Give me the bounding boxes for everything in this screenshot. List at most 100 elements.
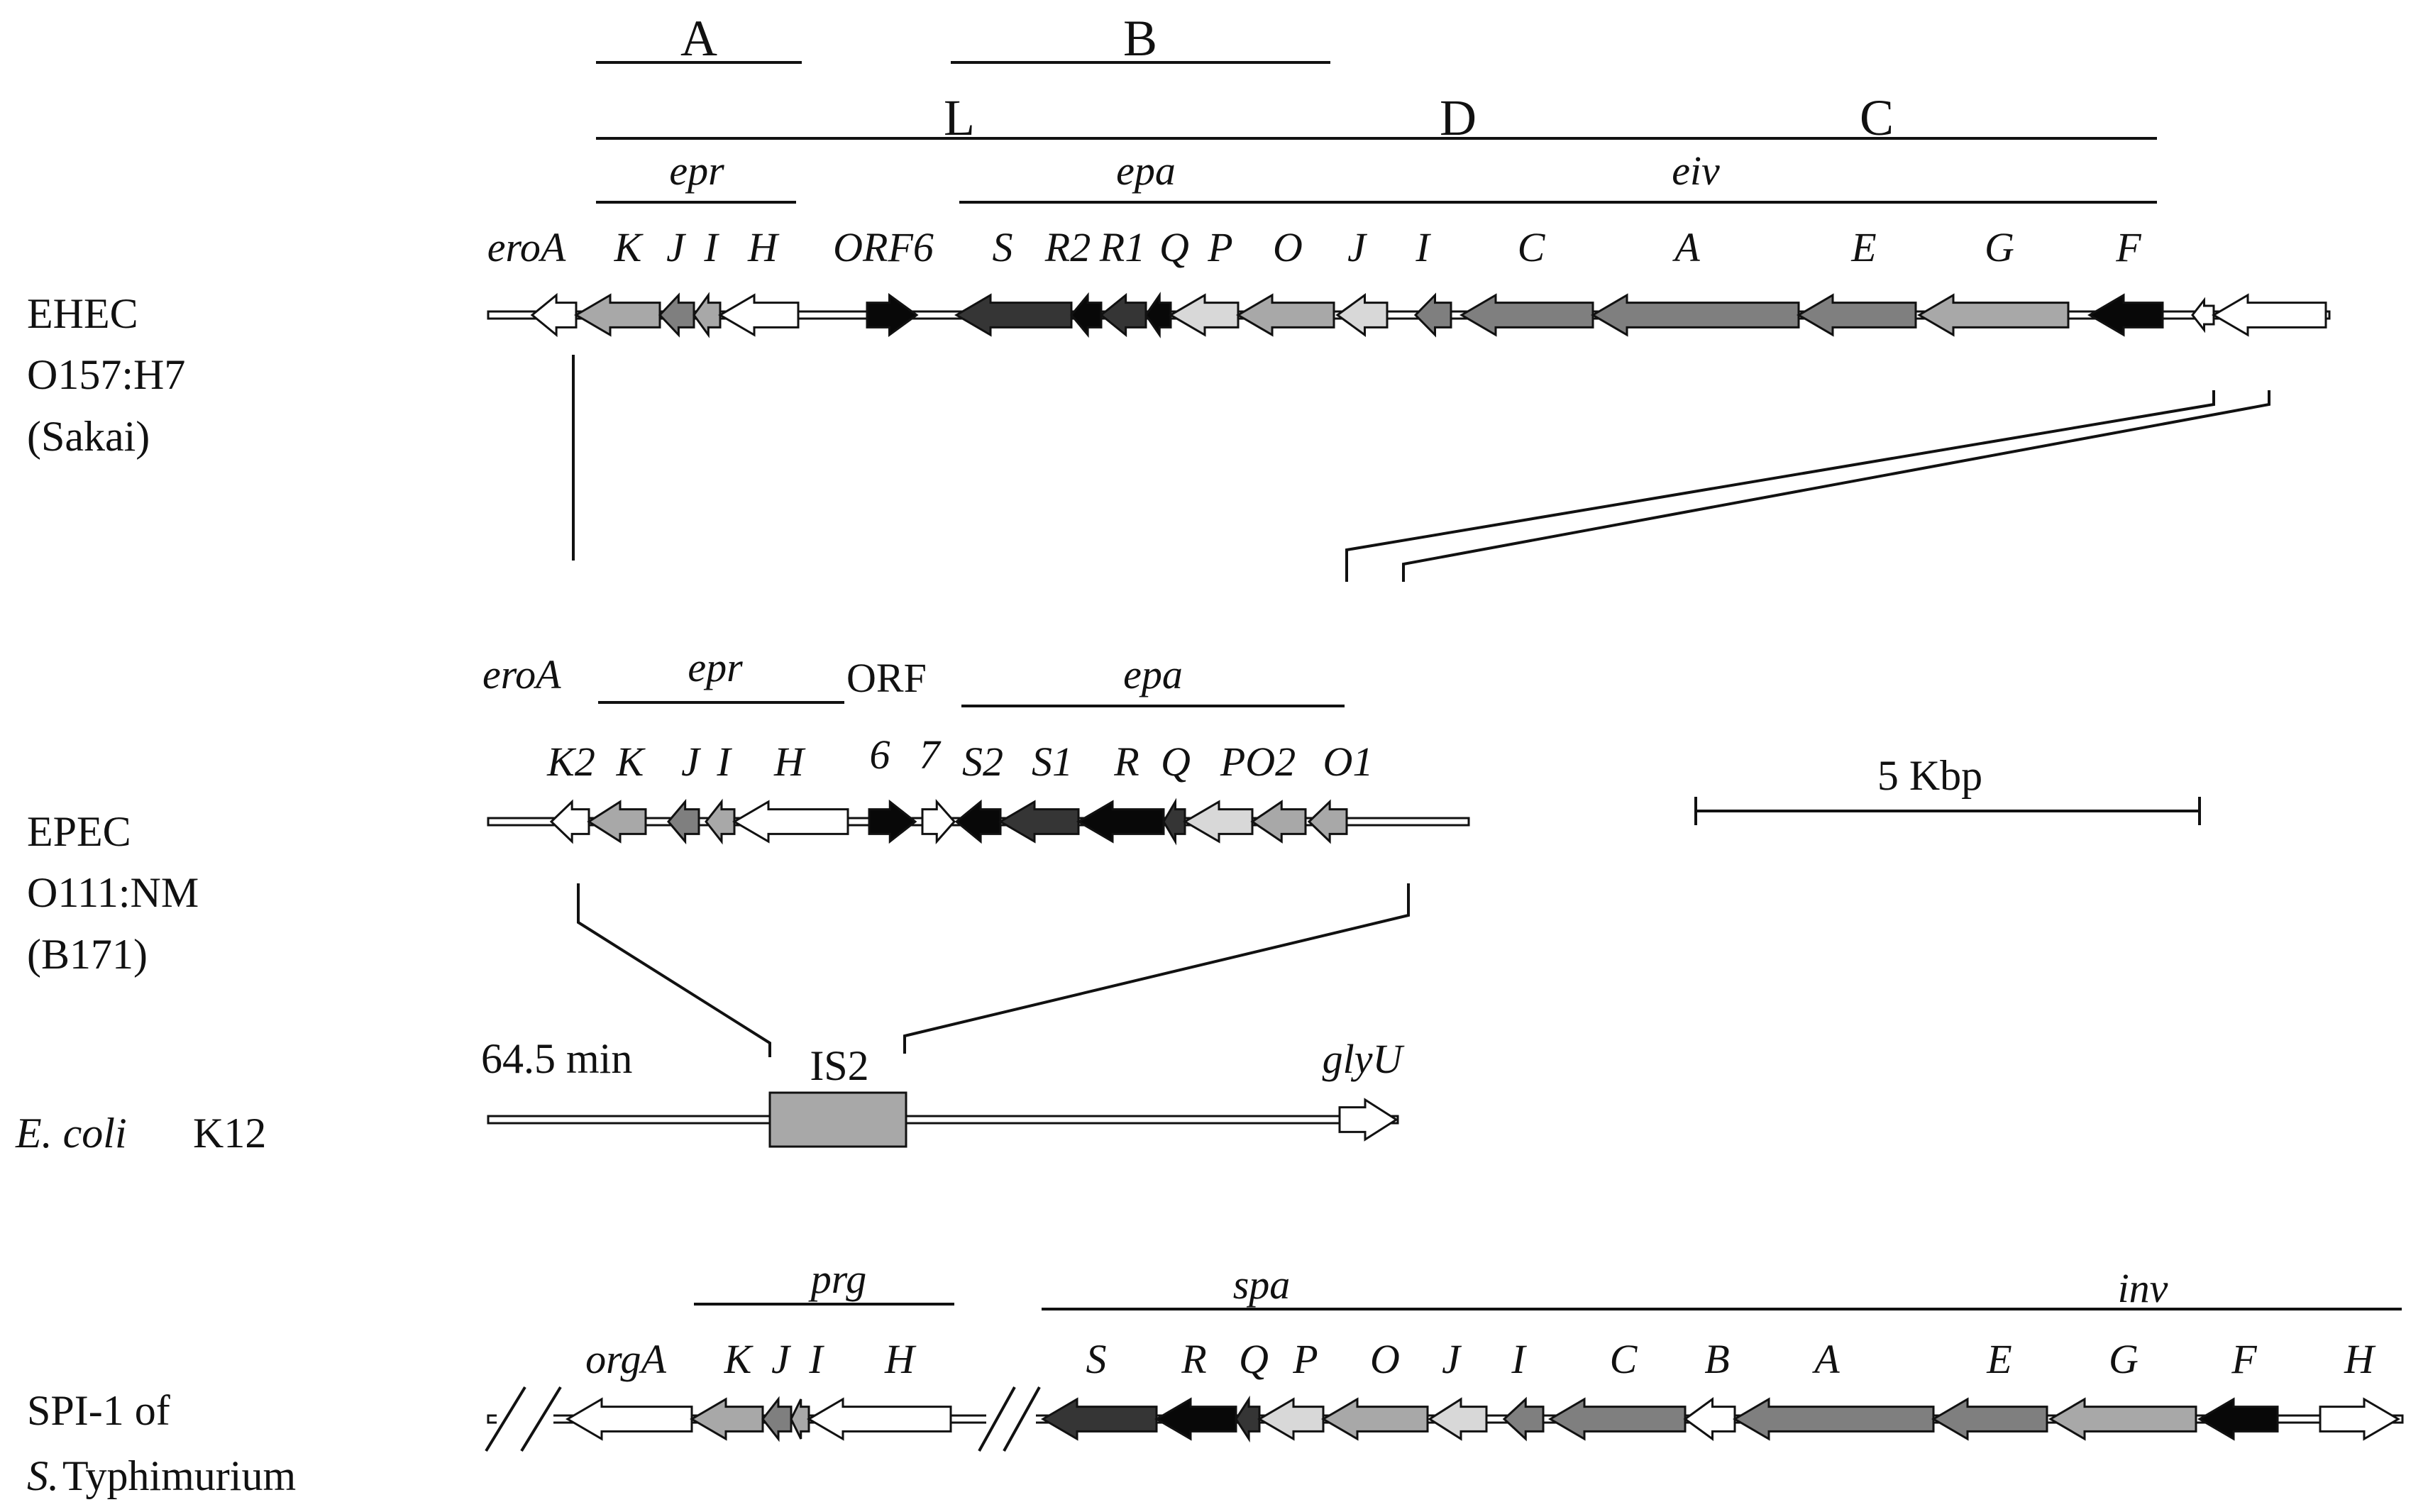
- spi-gene-label-K: K: [724, 1336, 754, 1382]
- ehec-gene-label-P: P: [1207, 224, 1232, 270]
- ehec-gene-C: [1459, 293, 1594, 337]
- spi-gene-Q: [1235, 1395, 1261, 1443]
- spi-prefix-label: SPI-1 of: [27, 1387, 170, 1434]
- ehec-eiv-label: eiv: [1672, 148, 1720, 194]
- ehec-gene-R2: [1070, 292, 1103, 338]
- epec-gene-O2: [1250, 800, 1307, 844]
- ehec-gene-label-R1: R1: [1099, 224, 1145, 270]
- epec-gene-7: [921, 799, 956, 844]
- epec-gene-label-K2: K2: [546, 739, 595, 785]
- ehec-gene-eroA: [530, 292, 578, 338]
- ehec-gene-O: [1236, 293, 1335, 337]
- ehec-gene-G: [1917, 293, 2070, 337]
- ehec-strain-label: (Sakai): [27, 413, 150, 460]
- epec-strain-label: (B171): [27, 931, 148, 978]
- ehec-gene-label-C: C: [1518, 224, 1546, 270]
- k12-strain-label: K12: [193, 1110, 266, 1157]
- ehec-gene-label-I2: I: [1415, 224, 1431, 270]
- spi-gene-label-F: F: [2231, 1336, 2257, 1382]
- ehec-gene-J2: [1335, 293, 1389, 337]
- spi-gene-J: [761, 1396, 793, 1442]
- chromosome-break-right: [978, 1386, 1041, 1452]
- insertion-connector-right: [1402, 390, 2270, 582]
- ehec-gene-ORF6: [866, 293, 919, 337]
- spi-gene-K: [690, 1397, 764, 1441]
- spi-gene-orgA: [565, 1397, 693, 1441]
- k12-position-label: 64.5 min: [481, 1035, 632, 1082]
- spi-gene-R: [1154, 1397, 1237, 1441]
- k12-chromosome-line: [487, 1115, 1399, 1125]
- epec-epa-label: epa: [1123, 651, 1183, 697]
- epec-eroA-label: eroA: [482, 651, 561, 697]
- region-b-label: B: [1123, 10, 1157, 67]
- is2-connector-right: [903, 883, 1410, 1054]
- epec-gene-label-S1: S1: [1032, 739, 1073, 785]
- ehec-gene-label-G: G: [1985, 224, 2014, 270]
- spi-track: [485, 1386, 2404, 1452]
- ehec-gene-label-S: S: [993, 224, 1013, 270]
- spi-gene-label-B: B: [1704, 1336, 1729, 1382]
- spi-gene-label-E: E: [1986, 1336, 2012, 1382]
- k12-track: 64.5 min IS2 glyU: [481, 1035, 1405, 1148]
- ehec-gene-label-Q: Q: [1159, 224, 1189, 270]
- epec-gene-label-6: 6: [870, 732, 890, 778]
- ehec-gene-Q: [1144, 292, 1172, 338]
- ehec-name-label: EHEC: [27, 290, 138, 337]
- ehec-gene-label-I: I: [703, 224, 719, 270]
- ehec-track: [487, 292, 2331, 338]
- region-bars: A B L D C: [596, 10, 2157, 146]
- ehec-gene-label-F: F: [2115, 224, 2141, 270]
- ehec-gene-small-1: [2191, 297, 2215, 333]
- ehec-gene-label-E: E: [1850, 224, 1876, 270]
- spi-gene-C: [1548, 1397, 1687, 1441]
- ehec-gene-labels: eroA K J I H ORF6 S R2 R1 Q P O J I C A …: [487, 224, 2142, 270]
- epec-gene-label-R: R: [1113, 739, 1139, 785]
- ehec-gene-I2: [1413, 292, 1452, 338]
- ehec-gene-label-ORF6: ORF6: [833, 224, 934, 270]
- ehec-gene-S: [954, 293, 1073, 337]
- is2-connector-left: [577, 883, 771, 1057]
- spi-gene-labels: orgA K J I H S R Q P O J I C B A E G F H: [585, 1336, 2376, 1382]
- is2-element: [768, 1091, 907, 1148]
- spi-gene-P: [1257, 1397, 1325, 1441]
- spi-gene-label-H: H: [884, 1336, 917, 1382]
- spi-spa-label: spa: [1233, 1262, 1291, 1308]
- ehec-gene-label-J: J: [666, 224, 687, 270]
- spi-gene-label-J: J: [771, 1336, 792, 1382]
- spi-gene-label-I2: I: [1511, 1336, 1527, 1382]
- spi-gene-label-A: A: [1811, 1336, 1840, 1382]
- ehec-gene-label-J2: J: [1347, 224, 1368, 270]
- ehec-gene-F: [2087, 293, 2164, 337]
- epec-orf-label: ORF: [846, 655, 927, 701]
- spi-gene-J2: [1428, 1397, 1488, 1441]
- spi-prg-label: prg: [808, 1256, 866, 1302]
- epec-gene-label-I: I: [716, 739, 732, 785]
- spi-gene-I: [790, 1398, 810, 1440]
- spi-gene-A: [1733, 1397, 1935, 1441]
- ehec-gene-label-H: H: [747, 224, 780, 270]
- spi-gene-label-I: I: [808, 1336, 824, 1382]
- ehec-gene-label-R2: R2: [1044, 224, 1091, 270]
- spi-inv-label: inv: [2118, 1265, 2168, 1311]
- ehec-gene-I: [692, 292, 722, 338]
- epec-gene-label-O1: O1: [1323, 739, 1374, 785]
- epec-gene-I: [705, 798, 736, 845]
- insertion-connector-left: [1345, 390, 2215, 582]
- ehec-gene-J: [658, 292, 695, 338]
- epec-epr-label: epr: [688, 644, 743, 690]
- spi-gene-E: [1931, 1397, 2048, 1441]
- epec-gene-P: [1183, 800, 1254, 844]
- epec-serotype-label: O111:NM: [27, 869, 199, 916]
- strain-labels: EHEC O157:H7 (Sakai) EPEC O111:NM (B171)…: [15, 290, 296, 1499]
- is2-label: IS2: [810, 1042, 868, 1089]
- ehec-gene-small-2: [2212, 293, 2327, 337]
- epec-gene-K: [587, 800, 647, 844]
- epec-gene-label-H: H: [773, 739, 806, 785]
- ehec-gene-H: [718, 293, 800, 337]
- epec-gene-H: [732, 800, 849, 844]
- epec-gene-6: [868, 799, 917, 844]
- spi-gene-label-R: R: [1181, 1336, 1206, 1382]
- scale-bar-label: 5 Kbp: [1877, 752, 1982, 799]
- spi-gene-label-O: O: [1370, 1336, 1400, 1382]
